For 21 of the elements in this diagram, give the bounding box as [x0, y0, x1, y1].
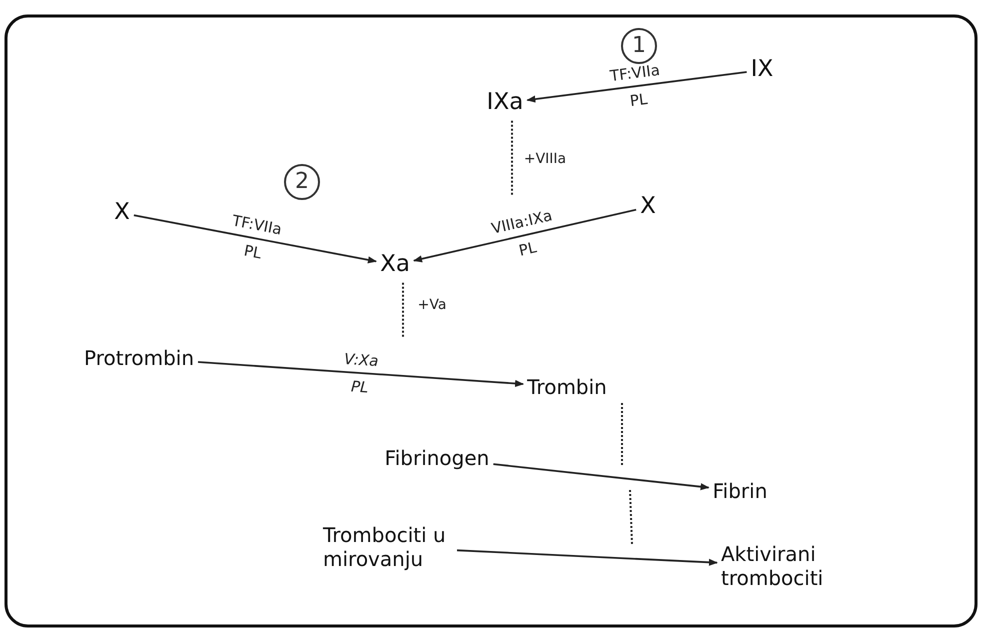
- factor-label: X: [114, 199, 130, 227]
- factor-label: Fibrinogen: [384, 446, 490, 470]
- arrow: [413, 208, 636, 262]
- arrow: [493, 463, 710, 490]
- arrow: [134, 214, 377, 264]
- factor-label: IXa: [486, 89, 524, 117]
- factor-label: Aktivirani trombociti: [721, 542, 851, 590]
- step-number: 2: [284, 164, 320, 200]
- factor-label: IX: [750, 56, 774, 84]
- dotted-line: [621, 402, 633, 545]
- arrow: [456, 549, 718, 566]
- factor-label: X: [640, 193, 656, 221]
- dotted-line: [402, 282, 404, 338]
- factor-label: Trombin: [527, 375, 607, 399]
- factor-label: Protrombin: [84, 346, 194, 370]
- arrow: [526, 71, 747, 103]
- factor-label: Xa: [380, 251, 410, 279]
- dotted-line: [511, 120, 513, 196]
- arrow: [198, 361, 524, 388]
- factor-label: Fibrin: [712, 479, 768, 503]
- factor-label: Trombociti u mirovanju: [323, 523, 453, 571]
